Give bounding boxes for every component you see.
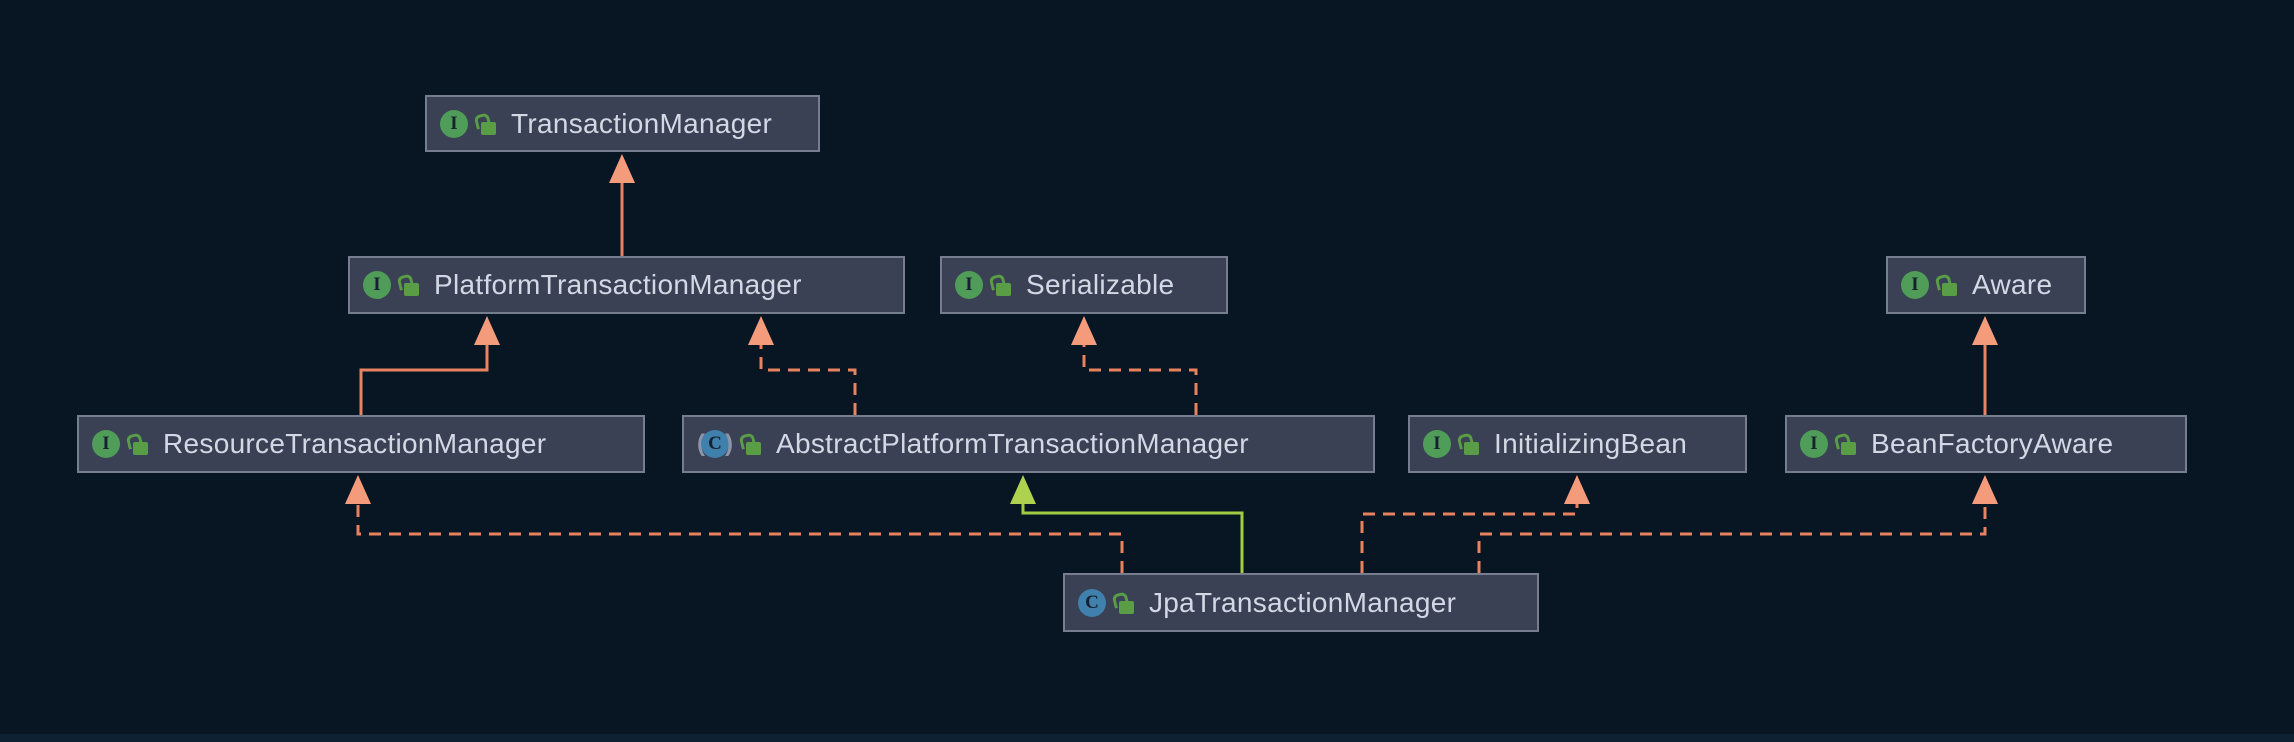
interface-icon: I xyxy=(1423,430,1451,458)
public-lock-icon xyxy=(988,272,1012,298)
interface-icon: I xyxy=(363,271,391,299)
edge-JpaTransactionManager-implements-BeanFactoryAware xyxy=(1477,503,1987,573)
node-JpaTransactionManager[interactable]: C JpaTransactionManager xyxy=(1063,573,1539,632)
edge-AbstractPlatformTransactionManager-implements-PlatformTransactionManager xyxy=(759,344,857,415)
node-label: PlatformTransactionManager xyxy=(434,269,802,300)
abstract-class-icon: (C) xyxy=(697,430,733,458)
node-ResourceTransactionManager[interactable]: I ResourceTransactionManager xyxy=(77,415,645,473)
node-label: JpaTransactionManager xyxy=(1149,586,1457,618)
arrowhead-JpaTransactionManager-to-InitializingBean xyxy=(1564,475,1590,504)
interface-icon: I xyxy=(955,271,983,299)
node-label: AbstractPlatformTransactionManager xyxy=(776,428,1249,459)
bottom-edge-strip xyxy=(0,734,2294,742)
arrowhead-ResourceTransactionManager-to-PlatformTransactionManager xyxy=(474,316,500,345)
edge-JpaTransactionManager-implements-InitializingBean xyxy=(1360,503,1579,573)
node-InitializingBean[interactable]: I InitializingBean xyxy=(1408,415,1747,473)
node-label: ResourceTransactionManager xyxy=(163,428,547,459)
interface-icon: I xyxy=(1800,430,1828,458)
node-Serializable[interactable]: I Serializable xyxy=(940,256,1228,314)
class-icon: C xyxy=(701,430,729,458)
arrowhead-AbstractPlatformTransactionManager-to-PlatformTransactionManager xyxy=(748,316,774,345)
public-lock-icon xyxy=(1456,431,1480,457)
arrowhead-JpaTransactionManager-to-BeanFactoryAware xyxy=(1972,475,1998,504)
public-lock-icon xyxy=(1934,272,1958,298)
edge-AbstractPlatformTransactionManager-implements-Serializable xyxy=(1082,344,1198,415)
public-lock-icon xyxy=(1833,431,1857,457)
edge-JpaTransactionManager-implements-ResourceTransactionManager xyxy=(356,503,1124,573)
interface-icon: I xyxy=(440,109,468,138)
public-lock-icon xyxy=(125,431,149,457)
node-BeanFactoryAware[interactable]: I BeanFactoryAware xyxy=(1785,415,2187,473)
public-lock-icon xyxy=(396,272,420,298)
edge-ResourceTransactionManager-extends-PlatformTransactionManager xyxy=(359,344,489,415)
node-TransactionManager[interactable]: I TransactionManager xyxy=(425,95,820,152)
class-icon: C xyxy=(1078,588,1106,617)
arrowhead-JpaTransactionManager-to-AbstractPlatformTransactionManager xyxy=(1010,475,1036,504)
node-label: Aware xyxy=(1972,269,2053,300)
arrowhead-AbstractPlatformTransactionManager-to-Serializable xyxy=(1071,316,1097,345)
node-label: TransactionManager xyxy=(511,107,773,139)
public-lock-icon xyxy=(473,111,497,137)
node-label: BeanFactoryAware xyxy=(1871,428,2114,459)
edge-JpaTransactionManager-extends-AbstractPlatformTransactionManager xyxy=(1021,503,1244,573)
abstract-paren-right: ) xyxy=(725,430,733,457)
interface-icon: I xyxy=(1901,271,1929,299)
interface-icon: I xyxy=(92,430,120,458)
public-lock-icon xyxy=(1111,590,1135,616)
arrowhead-JpaTransactionManager-to-ResourceTransactionManager xyxy=(345,475,371,504)
arrowhead-PlatformTransactionManager-to-TransactionManager xyxy=(609,154,635,183)
node-Aware[interactable]: I Aware xyxy=(1886,256,2086,314)
node-AbstractPlatformTransactionManager[interactable]: (C) AbstractPlatformTransactionManager xyxy=(682,415,1375,473)
node-label: InitializingBean xyxy=(1494,428,1688,459)
node-label: Serializable xyxy=(1026,269,1175,300)
arrowhead-BeanFactoryAware-to-Aware xyxy=(1972,316,1998,345)
node-PlatformTransactionManager[interactable]: I PlatformTransactionManager xyxy=(348,256,905,314)
public-lock-icon xyxy=(738,431,762,457)
